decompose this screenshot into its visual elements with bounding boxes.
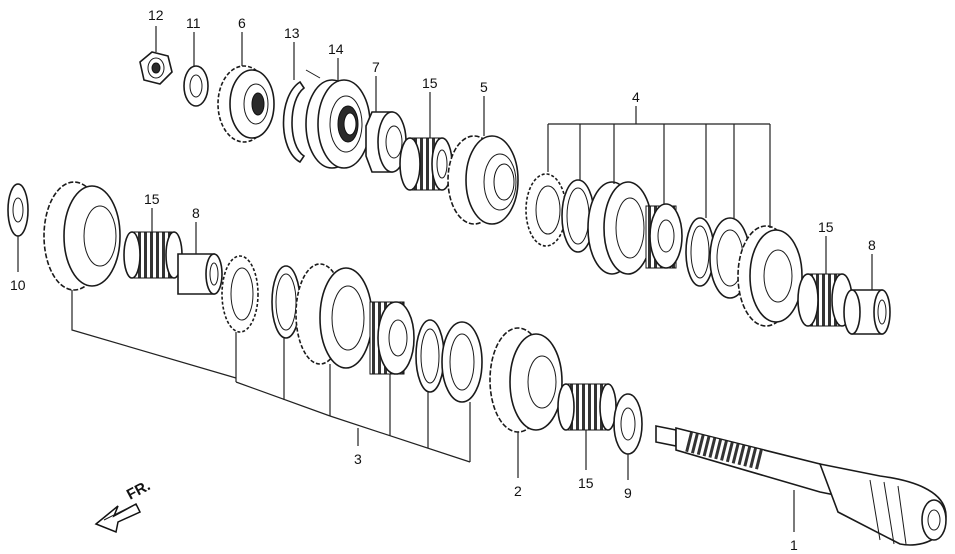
callout-5: 5 <box>480 79 488 95</box>
callout-11: 11 <box>186 15 201 31</box>
callout-2: 2 <box>514 483 522 499</box>
bushing-part-8-right <box>843 289 891 335</box>
bushing-part-8-left <box>177 253 223 295</box>
gear-set-part-4 <box>525 173 803 327</box>
callout-14: 14 <box>328 41 344 57</box>
callout-3: 3 <box>354 451 362 467</box>
large-gear-left <box>43 181 121 291</box>
callout-15-right: 15 <box>818 219 834 235</box>
needle-bearing-part-15-bottom <box>557 383 617 431</box>
needle-bearing-part-15-right <box>797 273 853 327</box>
callout-7: 7 <box>372 59 380 75</box>
callout-13: 13 <box>284 25 300 41</box>
front-direction-arrow <box>94 502 142 534</box>
callout-8-left: 8 <box>192 205 200 221</box>
front-direction-label: FR. <box>124 477 153 503</box>
callout-15-top: 15 <box>422 75 438 91</box>
gear-part-5 <box>447 135 519 225</box>
callout-6: 6 <box>238 15 246 31</box>
callout-10: 10 <box>10 277 26 293</box>
nut-part-12 <box>139 51 173 85</box>
callout-9: 9 <box>624 485 632 501</box>
callout-4: 4 <box>632 89 640 105</box>
washer-part-10 <box>7 183 29 237</box>
mainshaft-part-1 <box>655 425 947 546</box>
washer-part-11 <box>183 65 209 107</box>
snap-ring-part-13 <box>282 69 321 164</box>
gear-part-2 <box>489 327 563 433</box>
callout-12: 12 <box>148 7 164 23</box>
gear-part-6 <box>217 65 275 143</box>
ball-bearing-part-14 <box>305 79 371 169</box>
callout-15-left: 15 <box>144 191 160 207</box>
needle-bearing-part-15-left <box>123 231 183 279</box>
needle-bearing-part-15-top <box>399 137 453 191</box>
thrust-washer-part-9 <box>613 393 643 455</box>
gear-set-part-3 <box>221 255 483 403</box>
callout-15-bottom: 15 <box>578 475 594 491</box>
callout-1: 1 <box>790 537 798 553</box>
collar-part-7 <box>365 111 407 173</box>
callout-8-right: 8 <box>868 237 876 253</box>
